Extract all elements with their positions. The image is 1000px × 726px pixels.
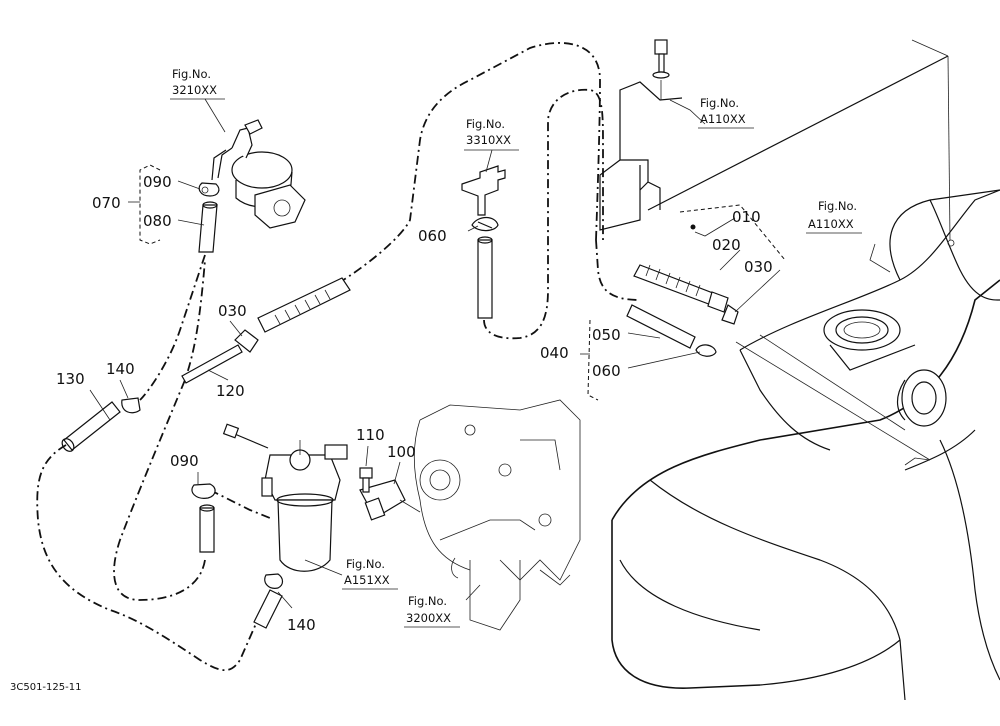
clamp-090-bottom: [191, 483, 216, 499]
hose-020-left: [257, 277, 351, 333]
pipe-120: [181, 344, 243, 384]
group-070-bracket: [139, 164, 161, 245]
callout-140-left: 140: [106, 360, 135, 378]
callout-030-left: 030: [218, 302, 247, 320]
group-010-bracket: [679, 204, 786, 261]
fig-ref-pump-line2: 3210XX: [172, 83, 217, 97]
fuel-filter: [222, 423, 421, 572]
tee-joint: [461, 165, 506, 216]
fig-ref-tee-line2: 3310XX: [466, 133, 511, 147]
fig-ref-bracket-line1: Fig.No.: [700, 96, 739, 110]
drawing-code: 3C501-125-11: [10, 682, 81, 693]
callout-030-right: 030: [744, 258, 773, 276]
callout-050: 050: [592, 326, 621, 344]
fig-ref-filter: Fig.No. A151XX: [342, 557, 398, 590]
fig-ref-filter-line1: Fig.No.: [346, 557, 385, 571]
callout-040: 040: [540, 344, 569, 362]
fuel-tank: [611, 189, 1000, 701]
fig-ref-bracket-line2: A110XX: [700, 112, 746, 126]
callout-060-right: 060: [592, 362, 621, 380]
fuel-lines: [36, 42, 641, 672]
hose-090-bottom: [199, 504, 215, 553]
clamp-030-right: [721, 304, 739, 325]
fig-ref-tank-line2: A110XX: [808, 217, 854, 231]
hose-080: [198, 201, 218, 253]
callout-labels: 070 090 080 060 030 120 130 140 110 100 …: [56, 173, 773, 634]
fig-ref-tee-line1: Fig.No.: [466, 117, 505, 131]
hose-140-bottom: [253, 589, 283, 629]
clamp-030-left: [234, 329, 259, 353]
callout-020: 020: [712, 236, 741, 254]
fig-ref-tank: Fig.No. A110XX: [806, 199, 862, 234]
fig-ref-filter-line2: A151XX: [344, 573, 390, 587]
clip-060-right: [695, 344, 717, 357]
fig-ref-engine: Fig.No. 3200XX: [404, 594, 460, 628]
fig-ref-tee: Fig.No. 3310XX: [464, 117, 519, 151]
callout-110: 110: [356, 426, 385, 444]
callout-090-top: 090: [143, 173, 172, 191]
clamp-090-top: [198, 182, 220, 197]
callout-060-left: 060: [418, 227, 447, 245]
callout-010: 010: [732, 208, 761, 226]
fig-ref-bracket: Fig.No. A110XX: [698, 96, 754, 129]
fig-ref-tank-line1: Fig.No.: [818, 199, 857, 213]
fig-ref-engine-line1: Fig.No.: [408, 594, 447, 608]
hose-130: [61, 401, 121, 452]
leader-lines: [89, 98, 891, 609]
hose-060-left: [477, 236, 493, 319]
callout-140-bottom: 140: [287, 616, 316, 634]
tank-bracket: [599, 39, 951, 241]
hose-020-right: [633, 264, 729, 313]
clip-060-left: [471, 216, 499, 232]
fig-ref-engine-line2: 3200XX: [406, 611, 451, 625]
clamp-140-left: [121, 397, 141, 414]
hose-050: [626, 304, 696, 349]
callout-080: 080: [143, 212, 172, 230]
clamp-140-bottom: [264, 573, 284, 589]
callout-120: 120: [216, 382, 245, 400]
callout-090-bottom: 090: [170, 452, 199, 470]
callout-130: 130: [56, 370, 85, 388]
fig-ref-pump-line1: Fig.No.: [172, 67, 211, 81]
engine-block: [413, 399, 581, 631]
callout-100: 100: [387, 443, 416, 461]
fig-ref-pump: Fig.No. 3210XX: [170, 67, 225, 100]
fuel-pump: [211, 119, 306, 229]
callout-070: 070: [92, 194, 121, 212]
